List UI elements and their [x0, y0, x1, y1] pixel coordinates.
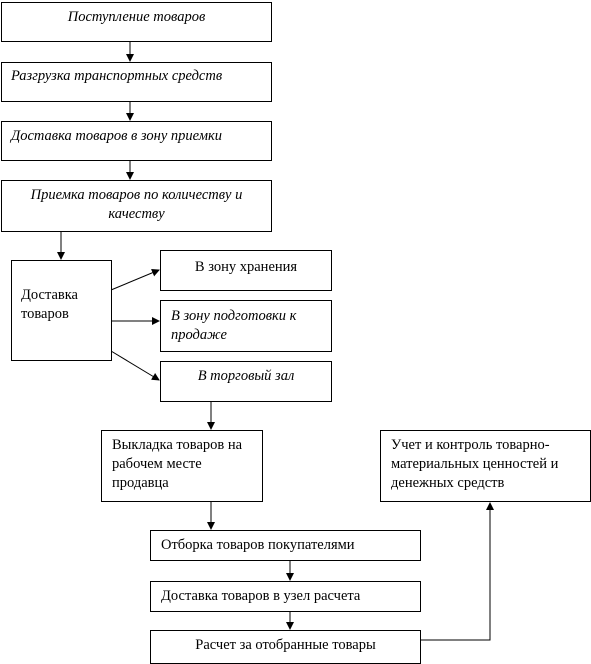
arrow-payment-to-accounting [421, 502, 494, 641]
node-selection: Отборка товаров покупателями [150, 530, 421, 561]
node-to-storage: В зону хранения [160, 250, 332, 291]
node-receipt-label: Поступление товаров [67, 9, 206, 25]
node-to-checkout: Доставка товаров в узел расчета [150, 581, 421, 612]
node-delivery-to-receiving-label: Доставка товаров в зону приемки [11, 128, 222, 144]
node-to-sales-floor-label: В торговый зал [197, 368, 295, 384]
node-payment: Расчет за отобранные товары [150, 630, 421, 664]
arrow-to-storage [110, 269, 160, 291]
node-display: Выкладка товаров на рабочем месте продав… [101, 430, 263, 502]
node-selection-label: Отборка товаров покупателями [161, 537, 355, 553]
node-to-presale: В зону подготовки к продаже [160, 300, 332, 352]
arrow-to-sales-floor [110, 350, 160, 381]
node-to-storage-label: В зону хранения [194, 259, 298, 275]
node-acceptance: Приемка товаров по количеству и качеству [1, 180, 272, 232]
node-receipt: Поступление товаров [1, 2, 272, 42]
node-delivery-goods: Доставка товаров [11, 260, 112, 361]
node-accounting-label: Учет и контроль товарно-материальных цен… [391, 437, 559, 491]
node-payment-label: Расчет за отобранные товары [195, 637, 376, 653]
node-to-presale-label: В зону подготовки к продаже [171, 308, 297, 343]
node-delivery-goods-label: Доставка товаров [21, 287, 78, 322]
node-unloading: Разгрузка транспортных средств [1, 62, 272, 102]
node-acceptance-label: Приемка товаров по количеству и качеству [30, 187, 243, 222]
node-delivery-to-receiving: Доставка товаров в зону приемки [1, 121, 272, 161]
node-to-checkout-label: Доставка товаров в узел расчета [161, 588, 361, 604]
node-to-sales-floor: В торговый зал [160, 361, 332, 402]
node-unloading-label: Разгрузка транспортных средств [11, 68, 223, 84]
node-accounting: Учет и контроль товарно-материальных цен… [380, 430, 591, 502]
node-display-label: Выкладка товаров на рабочем месте продав… [112, 437, 243, 491]
